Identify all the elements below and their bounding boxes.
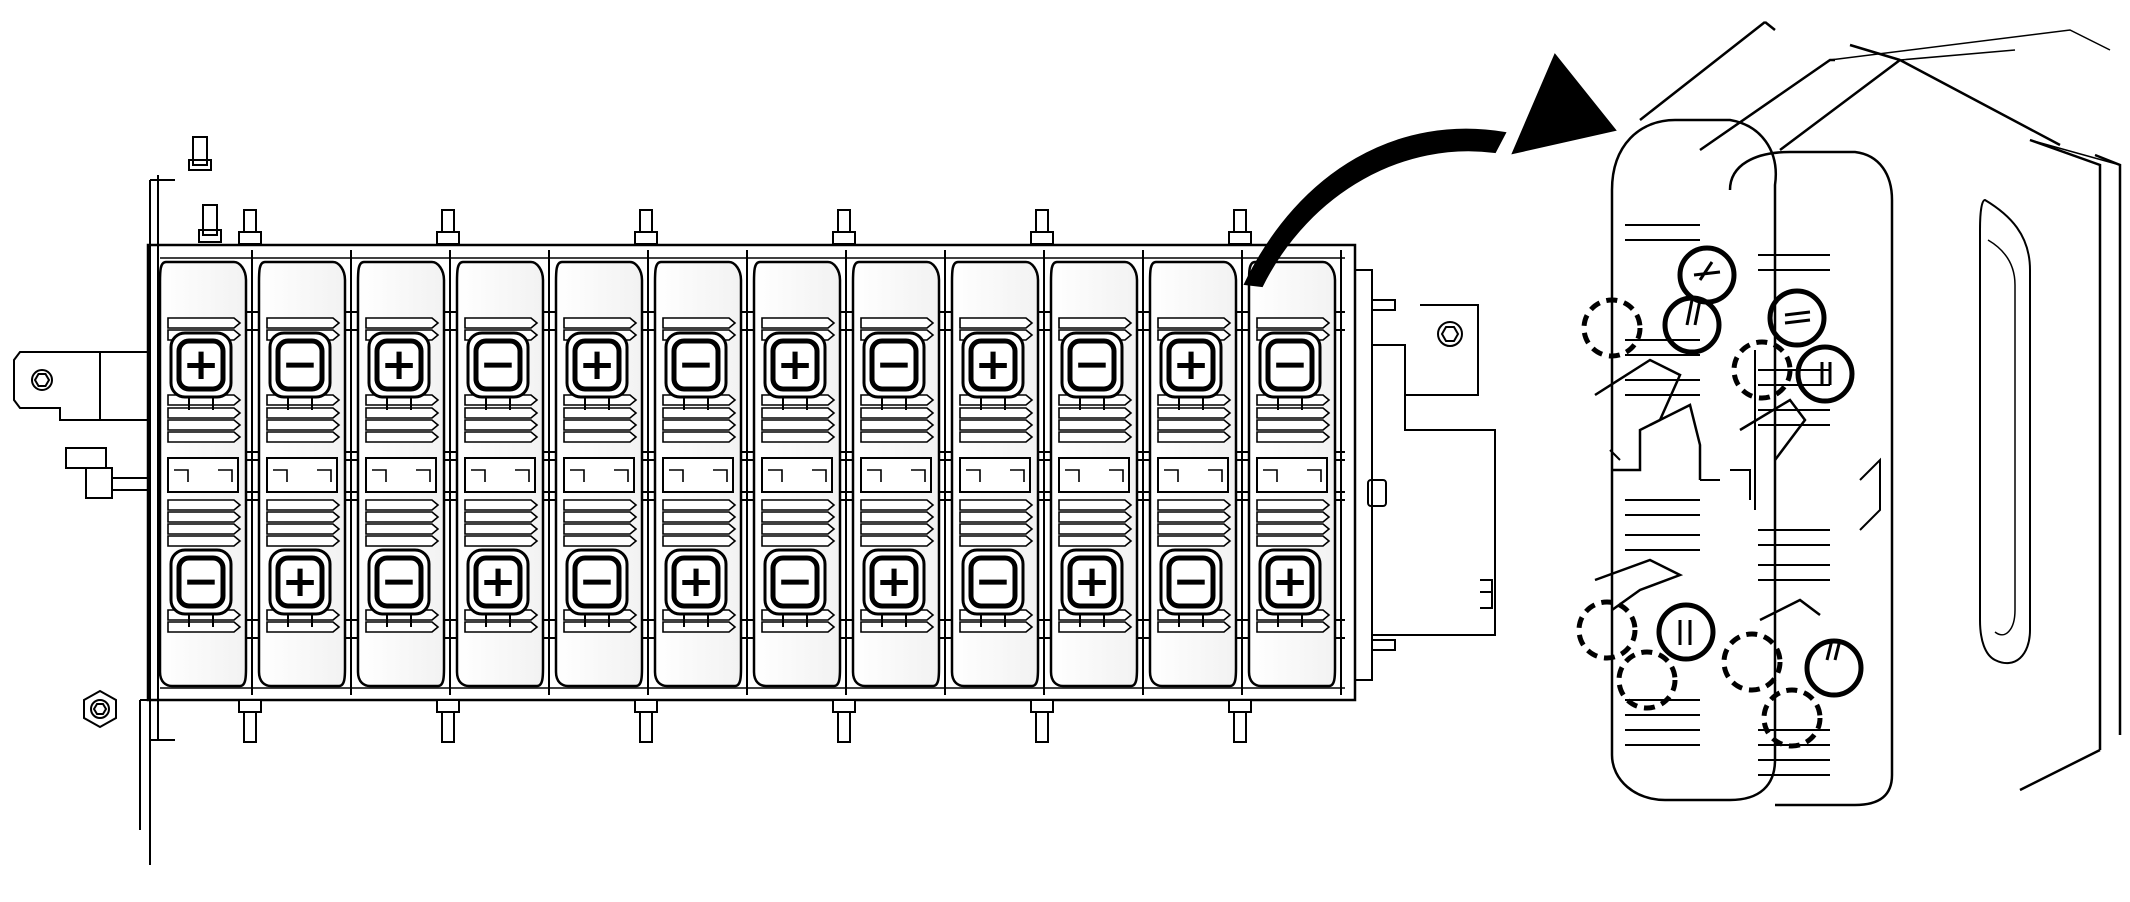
solid-circle-marker-icon [1656, 602, 1716, 662]
bottom-terminal-12: + [1258, 548, 1322, 627]
module-housing [146, 243, 1357, 702]
bottom-terminal-6: + [664, 548, 728, 627]
bottom-terminal-4: + [466, 548, 530, 627]
bottom-terminal-2: + [268, 548, 332, 627]
top-terminal-3: + [367, 331, 431, 410]
solid-circle-marker-icon [1767, 288, 1827, 348]
vent-slots-left [1625, 224, 1700, 746]
top-terminal-4: − [466, 331, 530, 410]
plus-terminal-symbol: + [282, 556, 319, 607]
top-terminal-1: + [169, 331, 233, 410]
plus-terminal-symbol: + [579, 339, 616, 390]
battery-cell: +− [158, 209, 262, 743]
battery-cell: −+ [1247, 250, 1342, 695]
minus-terminal-symbol: − [579, 556, 616, 607]
hex-nut-icon [83, 689, 117, 729]
minus-terminal-symbol: − [678, 339, 715, 390]
top-terminal-9: + [961, 331, 1025, 410]
minus-terminal-symbol: − [876, 339, 913, 390]
tie-plate-mid [160, 451, 1345, 501]
curved-arrow-icon [1243, 53, 1617, 288]
terminal-symbols [1678, 261, 1842, 661]
top-terminal-7: + [763, 331, 827, 410]
minus-terminal-symbol: − [975, 556, 1012, 607]
bus-bar-clips [1594, 358, 1821, 622]
plus-terminal-symbol: + [678, 556, 715, 607]
battery-cell: −+ [851, 250, 946, 695]
battery-cell: +− [1148, 209, 1252, 743]
right-end-bracket [1355, 269, 1496, 681]
plus-terminal-symbol: + [975, 339, 1012, 390]
plus-terminal-symbol: + [1074, 556, 1111, 607]
plus-terminal-symbol: + [1272, 556, 1309, 607]
minus-terminal-symbol: − [1074, 339, 1111, 390]
dashed-circle-marker-icon [1616, 649, 1678, 711]
bottom-terminal-8: + [862, 548, 926, 627]
plus-terminal-symbol: + [480, 556, 517, 607]
top-stud [188, 136, 222, 243]
minus-terminal-symbol: − [480, 339, 517, 390]
solid-circle-marker-icon [1662, 295, 1722, 355]
battery-cell: −+ [1049, 250, 1144, 695]
minus-terminal-symbol: − [1173, 556, 1210, 607]
top-terminal-2: − [268, 331, 332, 410]
bottom-terminal-1: − [169, 548, 233, 627]
hex-bolt-icon [1437, 321, 1463, 347]
detail-view [1594, 21, 2122, 807]
plus-terminal-symbol: + [183, 339, 220, 390]
battery-cell: +− [554, 209, 658, 743]
dashed-circle-marker-icon [1721, 631, 1783, 693]
battery-cell: +− [356, 209, 460, 743]
plus-terminal-symbol: + [777, 339, 814, 390]
cell-front-right [1728, 150, 1894, 807]
top-terminal-8: − [862, 331, 926, 410]
frame-rail [139, 175, 175, 865]
left-mounting-bracket [13, 351, 150, 421]
battery-cell: +− [950, 209, 1054, 743]
cell-row-group: +−−++−−++−−++−−++−−++−−+ [158, 209, 1342, 743]
top-terminal-10: − [1060, 331, 1124, 410]
top-terminal-5: + [565, 331, 629, 410]
top-terminal-11: + [1159, 331, 1223, 410]
battery-cell: +− [752, 209, 856, 743]
solid-circle-marker-icon [1804, 638, 1864, 698]
dashed-circle-marker-icon [1761, 687, 1823, 749]
bottom-terminal-11: − [1159, 548, 1223, 627]
battery-module-assembly [13, 136, 1496, 865]
cell-housing-rear [1639, 21, 2122, 792]
dashed-circle-marker-icon [1581, 297, 1643, 359]
dashed-circle-marker-icon [1576, 599, 1638, 661]
side-window [1979, 198, 2031, 665]
bottom-terminal-10: + [1060, 548, 1124, 627]
minus-terminal-symbol: − [1272, 339, 1309, 390]
solid-circle-marker-icon [1795, 344, 1855, 404]
side-bolt [65, 447, 150, 499]
hex-bolt-icon [31, 369, 53, 391]
plus-terminal-symbol: + [381, 339, 418, 390]
bottom-terminal-3: − [367, 548, 431, 627]
top-terminal-6: − [664, 331, 728, 410]
minus-terminal-symbol: − [282, 339, 319, 390]
minus-terminal-symbol: − [381, 556, 418, 607]
plus-terminal-symbol: + [1173, 339, 1210, 390]
bottom-terminal-7: − [763, 548, 827, 627]
vent-slots-right [1758, 254, 1830, 776]
bottom-terminal-9: − [961, 548, 1025, 627]
battery-cell: −+ [455, 250, 550, 695]
bottom-terminal-5: − [565, 548, 629, 627]
cell-front-left [1610, 118, 1778, 802]
dashed-circle-marker-icon [1731, 339, 1793, 401]
plus-terminal-symbol: + [876, 556, 913, 607]
minus-terminal-symbol: − [183, 556, 220, 607]
minus-terminal-symbol: − [777, 556, 814, 607]
top-terminal-12: − [1258, 331, 1322, 410]
battery-cell: −+ [257, 250, 352, 695]
callout-markers [1576, 245, 1864, 749]
battery-cell: −+ [653, 250, 748, 695]
